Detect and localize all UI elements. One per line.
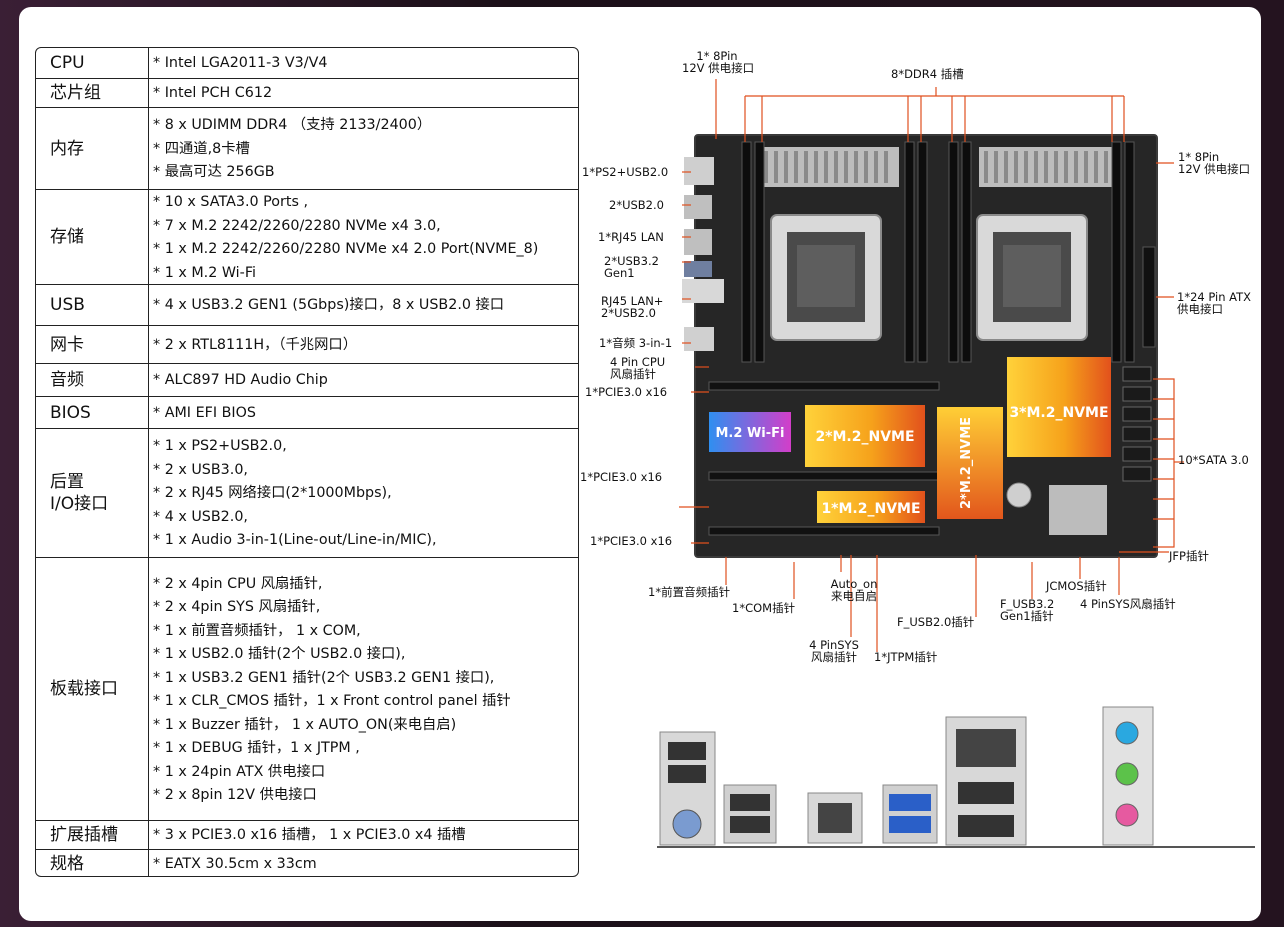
spec-label: 网卡 xyxy=(50,334,84,355)
label-cpu-fan: 4 Pin CPU 风扇插针 xyxy=(610,355,666,381)
label-jtpm: 1*JTPM插针 xyxy=(874,650,938,664)
spec-value: * Intel PCH C612 xyxy=(153,85,273,102)
spec-row-rear-io: 后置 I/O接口 * 1 x PS2+USB2.0, * 2 x USB3.0,… xyxy=(36,428,578,557)
label-usb20: 2*USB2.0 xyxy=(609,198,664,212)
spec-label: 内存 xyxy=(50,138,84,159)
spec-value: * 2 x 4pin SYS 风扇插针, xyxy=(153,599,321,615)
spec-row-chipset: 芯片组 * Intel PCH C612 xyxy=(36,78,578,107)
spec-value: * 最高可达 256GB xyxy=(153,164,275,181)
spec-value: * 1 x DEBUG 插针，1 x JTPM , xyxy=(153,740,360,756)
spec-row-cpu: CPU * Intel LGA2011-3 V3/V4 xyxy=(36,48,578,78)
m2-nvme-slot-2 xyxy=(805,405,925,467)
m2-nvme-2v-label: 2*M.2_NVME xyxy=(959,417,974,509)
spec-value: * 2 x USB3.0, xyxy=(153,461,248,478)
m2-nvme-slot-1 xyxy=(817,491,925,523)
spec-value: * 1 x Audio 3-in-1(Line-out/Line-in/MIC)… xyxy=(153,532,437,549)
spec-label: BIOS xyxy=(50,402,91,423)
m2-nvme-2-label: 2*M.2_NVME xyxy=(815,429,914,445)
io-ps2-usb xyxy=(684,157,714,185)
spec-row-storage: 存储 * 10 x SATA3.0 Ports , * 7 x M.2 2242… xyxy=(36,189,578,284)
spec-value: * 1 x USB2.0 插针(2个 USB2.0 接口), xyxy=(153,646,406,662)
label-atx: 1*24 Pin ATX 供电接口 xyxy=(1177,290,1252,316)
m2-wifi-label: M.2 Wi-Fi xyxy=(716,426,785,441)
label-pcie-1: 1*PCIE3.0 x16 xyxy=(585,385,668,399)
spec-table: CPU * Intel LGA2011-3 V3/V4 芯片组 * Intel … xyxy=(35,47,579,877)
spec-label: 规格 xyxy=(50,854,84,874)
spec-value: * 2 x RJ45 网络接口(2*1000Mbps), xyxy=(153,485,392,502)
spec-label: 芯片组 xyxy=(50,83,101,103)
label-sys-fan: 4 PinSYS 风扇插针 xyxy=(809,638,859,664)
label-sata: 10*SATA 3.0 xyxy=(1178,453,1249,467)
spec-value: * 1 x M.2 Wi-Fi xyxy=(153,264,256,281)
spec-value: * 2 x RTL8111H，（千兆网口） xyxy=(153,336,357,353)
spec-row-bios: BIOS * AMI EFI BIOS xyxy=(36,396,578,428)
spec-value: * Intel LGA2011-3 V3/V4 xyxy=(153,55,328,72)
spec-value: * 3 x PCIE3.0 x16 插槽， 1 x PCIE3.0 x4 插槽 xyxy=(153,827,466,844)
cpu-socket-right xyxy=(976,214,1088,341)
label-jfp: JFP插针 xyxy=(1169,549,1209,563)
spec-value: * 4 x USB2.0, xyxy=(153,508,248,525)
label-auto-on: Auto_on 来电自启 xyxy=(830,577,878,603)
spec-row-form-factor: 规格 * EATX 30.5cm x 33cm xyxy=(36,849,578,876)
m2-nvme-1-label: 1*M.2_NVME xyxy=(821,501,920,517)
spec-row-usb: USB * 4 x USB3.2 GEN1 (5Gbps)接口，8 x USB2… xyxy=(36,284,578,325)
label-ddr4: 8*DDR4 插槽 xyxy=(891,67,964,81)
spec-row-network: 网卡 * 2 x RTL8111H，（千兆网口） xyxy=(36,325,578,363)
spec-value: * 四通道,8卡槽 xyxy=(153,140,250,157)
chipset-heatsink xyxy=(1049,485,1107,535)
label-audio: 1*音频 3-in-1 xyxy=(599,336,673,350)
label-f-usb20: F_USB2.0插针 xyxy=(897,615,975,629)
label-pcie-3: 1*PCIE3.0 x16 xyxy=(590,534,673,548)
label-8pin-right: 1* 8Pin 12V 供电接口 xyxy=(1178,150,1251,176)
label-com: 1*COM插针 xyxy=(732,601,796,615)
m2-nvme-slot-2v xyxy=(937,407,1003,519)
spec-value: * 1 x USB3.2 GEN1 插针(2个 USB3.2 GEN1 接口), xyxy=(153,669,495,686)
label-front-audio: 1*前置音频插针 xyxy=(648,585,731,599)
spec-value: * 1 x Buzzer 插针， 1 x AUTO_ON(来电自启) xyxy=(153,716,457,733)
label-8pin-top: 1* 8Pin 12V 供电接口 xyxy=(682,49,755,75)
spec-value: * 1 x CLR_CMOS 插针，1 x Front control pane… xyxy=(153,693,511,709)
spec-label: 音频 xyxy=(50,370,84,390)
spec-label: 板载接口 xyxy=(50,679,118,699)
cpu-socket-left xyxy=(770,214,882,341)
spec-value: * 10 x SATA3.0 Ports , xyxy=(153,194,309,210)
spec-value: * EATX 30.5cm x 33cm xyxy=(153,856,317,873)
spec-row-onboard: 板载接口 * 2 x 4pin CPU 风扇插针, * 2 x 4pin SYS… xyxy=(36,557,578,820)
spec-value: * 7 x M.2 2242/2260/2280 NVMe x4 3.0, xyxy=(153,217,441,234)
motherboard-diagram: M.2 Wi-Fi 2*M.2_NVME 2*M.2_NVME 3*M.2_NV… xyxy=(657,79,1255,848)
spec-value: * 2 x 8pin 12V 供电接口 xyxy=(153,787,317,803)
m2-nvme-3-label: 3*M.2_NVME xyxy=(1009,405,1108,421)
spec-label: 后置 I/O接口 xyxy=(50,472,109,514)
label-ps2: 1*PS2+USB2.0 xyxy=(582,165,669,179)
spec-value: * 2 x 4pin CPU 风扇插针, xyxy=(153,575,323,592)
spec-value: * AMI EFI BIOS xyxy=(153,404,256,421)
spec-value: * 8 x UDIMM DDR4 （支持 2133/2400） xyxy=(153,117,432,134)
spec-value: * 1 x M.2 2242/2260/2280 NVMe x4 2.0 Por… xyxy=(153,241,539,257)
m2-nvme-slot-3 xyxy=(1007,357,1111,457)
spec-value: * ALC897 HD Audio Chip xyxy=(153,372,328,389)
spec-label: 扩展插槽 xyxy=(50,825,118,845)
spec-value: * 1 x 前置音频插针， 1 x COM, xyxy=(153,622,361,639)
rear-io-panel xyxy=(659,706,1154,846)
label-sys-fan-right: 4 PinSYS风扇插针 xyxy=(1080,597,1176,611)
label-rj45-usb: RJ45 LAN+ 2*USB2.0 xyxy=(601,294,664,320)
label-jcmos: JCMOS插针 xyxy=(1046,579,1107,593)
spec-row-audio: 音频 * ALC897 HD Audio Chip xyxy=(36,363,578,396)
spec-value: * 1 x PS2+USB2.0, xyxy=(153,438,287,455)
label-f-usb32: F_USB3.2 Gen1插针 xyxy=(1000,597,1055,623)
spec-label: CPU xyxy=(50,53,85,73)
spec-label: 存储 xyxy=(50,227,84,247)
label-pcie-2: 1*PCIE3.0 x16 xyxy=(580,470,663,484)
product-spec-card: CPU * Intel LGA2011-3 V3/V4 芯片组 * Intel … xyxy=(19,7,1261,921)
label-rj45: 1*RJ45 LAN xyxy=(598,230,664,244)
spec-value: * 1 x 24pin ATX 供电接口 xyxy=(153,763,326,780)
spec-label: USB xyxy=(50,295,85,315)
dimm-slots xyxy=(741,141,1135,363)
m2-wifi-slot xyxy=(709,412,791,452)
spec-row-memory: 内存 * 8 x UDIMM DDR4 （支持 2133/2400） * 四通道… xyxy=(36,107,578,189)
spec-row-expansion: 扩展插槽 * 3 x PCIE3.0 x16 插槽， 1 x PCIE3.0 x… xyxy=(36,820,578,849)
spec-value: * 4 x USB3.2 GEN1 (5Gbps)接口，8 x USB2.0 接… xyxy=(153,297,505,314)
label-usb32: 2*USB3.2 Gen1 xyxy=(604,254,659,280)
